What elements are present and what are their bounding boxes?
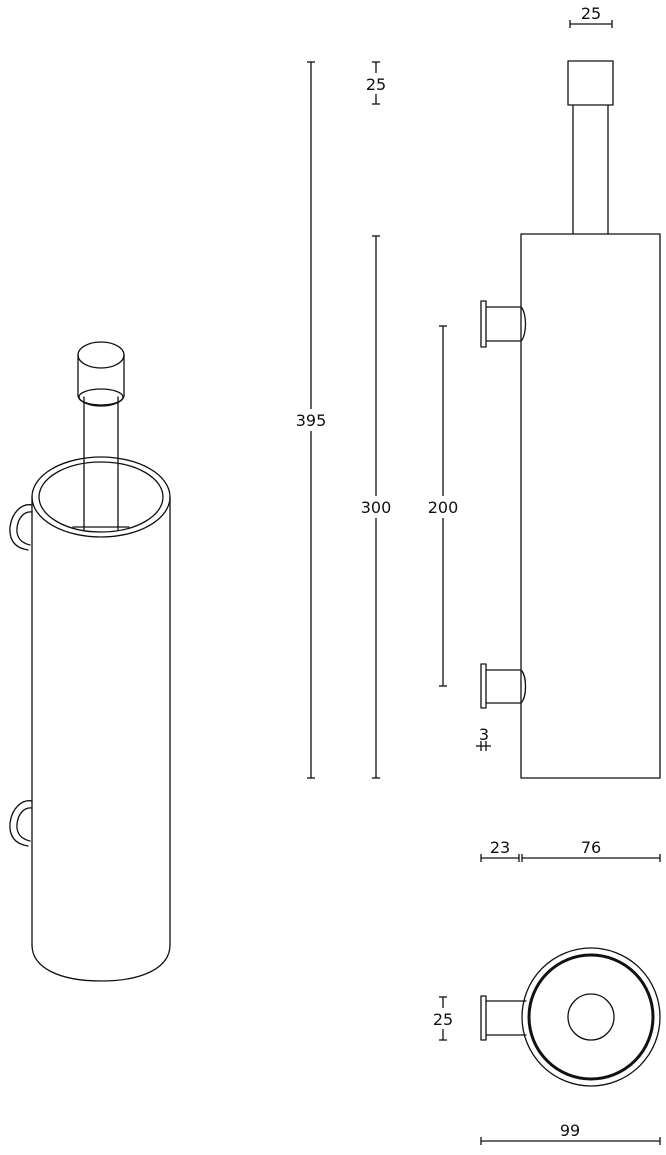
dimension-label-wall-gap: 3 — [479, 725, 489, 744]
dimension-bracket-diameter: 25 — [430, 996, 457, 1041]
side-holder-body — [520, 233, 661, 779]
side-brush-cap — [567, 60, 614, 106]
dimension-wall-gap: 3 — [476, 725, 491, 751]
side-upper-bracket — [480, 300, 527, 348]
dimension-bracket-depth: 23 — [480, 838, 520, 862]
holder-cylinder — [31, 456, 171, 982]
dimension-total-height: 395 — [292, 61, 330, 779]
lower-bracket — [9, 800, 33, 847]
side-elevation: 25 3 — [476, 4, 661, 779]
upper-bracket — [9, 504, 33, 551]
dimension-cap-height: 25 — [363, 61, 390, 105]
side-lower-bracket — [480, 663, 527, 709]
dimension-body-height: 300 — [357, 235, 395, 779]
top-bracket — [480, 995, 527, 1041]
brush-handle — [72, 388, 130, 531]
dimension-label-99: 99 — [560, 1121, 580, 1140]
dimension-label-cap-width: 25 — [581, 4, 601, 23]
dimension-label-bracket-diameter: 25 — [433, 1010, 453, 1029]
dimension-label-cap-height: 25 — [366, 75, 386, 94]
top-view: 25 — [430, 947, 661, 1087]
dimension-body-diameter: 76 — [521, 838, 661, 862]
top-outer-circle — [521, 947, 661, 1087]
perspective-view — [9, 341, 171, 982]
dimension-label-200: 200 — [428, 498, 459, 517]
dimension-label-76: 76 — [581, 838, 601, 857]
dimension-bracket-spacing: 200 — [424, 325, 462, 687]
dimension-total-depth: 99 — [480, 1121, 661, 1145]
dimension-label-395: 395 — [296, 411, 327, 430]
dimension-cap-width: 25 — [569, 4, 613, 28]
dimension-label-300: 300 — [361, 498, 392, 517]
top-handle-circle — [567, 993, 615, 1041]
side-brush-handle — [572, 104, 609, 235]
brush-cap — [77, 341, 125, 407]
top-rim-circle — [527, 953, 655, 1081]
dimension-label-23: 23 — [490, 838, 510, 857]
